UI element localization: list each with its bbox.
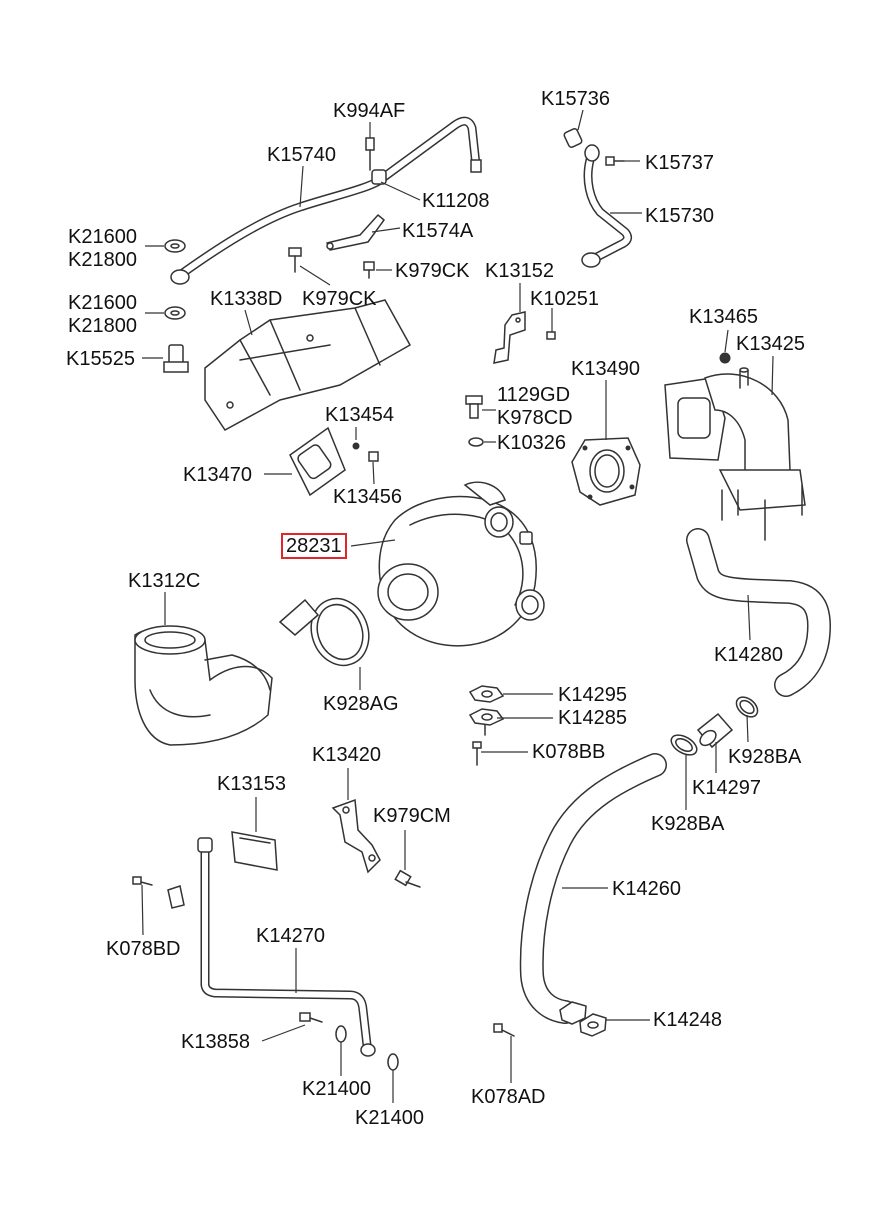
- label-k13420[interactable]: K13420: [312, 744, 381, 766]
- label-k15736[interactable]: K15736: [541, 88, 610, 110]
- label-k13456[interactable]: K13456: [333, 486, 402, 508]
- label-k928ba-a[interactable]: K928BA: [728, 746, 802, 768]
- bolt-k078bd[interactable]: [132, 876, 153, 886]
- oil-return-pipe[interactable]: [581, 144, 633, 268]
- fitting-k15736[interactable]: [563, 128, 583, 148]
- label-k978cd[interactable]: K978CD: [497, 407, 573, 429]
- label-k10326[interactable]: K10326: [497, 432, 566, 454]
- oring-k10326[interactable]: [468, 437, 484, 447]
- pipe-k14270[interactable]: [197, 837, 376, 1057]
- label-k928ba-b[interactable]: K928BA: [651, 813, 725, 835]
- label-k15740[interactable]: K15740: [267, 144, 336, 166]
- hose-k14280[interactable]: [686, 528, 831, 697]
- label-k994af[interactable]: K994AF: [333, 100, 406, 122]
- label-k1312c[interactable]: K1312C: [128, 570, 201, 592]
- label-k15525[interactable]: K15525: [66, 348, 135, 370]
- label-k078ad[interactable]: K078AD: [471, 1086, 546, 1108]
- label-k1338d[interactable]: K1338D: [210, 288, 283, 310]
- label-k21800-b[interactable]: K21800: [68, 315, 137, 337]
- clamp-k928ba-b[interactable]: [668, 731, 700, 759]
- label-k14260[interactable]: K14260: [612, 878, 681, 900]
- hose-k14260[interactable]: [519, 753, 667, 1024]
- gasket-k14295[interactable]: [468, 685, 505, 703]
- oil-feed-pipe[interactable]: [170, 116, 482, 285]
- label-k13858[interactable]: K13858: [181, 1031, 250, 1053]
- label-k14280[interactable]: K14280: [714, 644, 783, 666]
- label-k13454[interactable]: K13454: [325, 404, 394, 426]
- label-k10251[interactable]: K10251: [530, 288, 599, 310]
- adapter-k15525[interactable]: [163, 344, 189, 373]
- gasket-k14285[interactable]: [468, 708, 505, 736]
- gasket-k13470[interactable]: [289, 426, 379, 497]
- clamp-k928ag[interactable]: [278, 590, 378, 673]
- bolt-k979ck-b[interactable]: [363, 261, 375, 279]
- clip-small[interactable]: [167, 885, 185, 909]
- clamp-k928ba-a[interactable]: [733, 693, 762, 721]
- intake-elbow-k1312c[interactable]: [134, 625, 273, 746]
- label-k21600-a[interactable]: K21600: [68, 226, 137, 248]
- heat-shield[interactable]: [204, 299, 412, 431]
- label-k21400-b[interactable]: K21400: [355, 1107, 424, 1129]
- bolt-k15737[interactable]: [605, 156, 625, 166]
- label-k13425[interactable]: K13425: [736, 333, 805, 355]
- label-k979ck-b[interactable]: K979CK: [395, 260, 470, 282]
- label-k13465[interactable]: K13465: [689, 306, 758, 328]
- label-k928ag[interactable]: K928AG: [323, 693, 399, 715]
- label-k21600-b[interactable]: K21600: [68, 292, 137, 314]
- label-k14248[interactable]: K14248: [653, 1009, 722, 1031]
- leader-lines: [141, 109, 774, 1103]
- bolt-k078bb[interactable]: [472, 741, 482, 766]
- turbocharger-28231[interactable]: [377, 481, 545, 647]
- label-k13152[interactable]: K13152: [485, 260, 554, 282]
- hose-k14297[interactable]: [696, 712, 734, 749]
- label-k21800-a[interactable]: K21800: [68, 249, 137, 271]
- label-k13490[interactable]: K13490: [571, 358, 640, 380]
- label-k13470[interactable]: K13470: [183, 464, 252, 486]
- label-k14297[interactable]: K14297: [692, 777, 761, 799]
- washer-k21400-a[interactable]: [335, 1025, 347, 1043]
- label-k14285[interactable]: K14285: [558, 707, 627, 729]
- bracket-k13153[interactable]: [231, 831, 278, 871]
- label-k15730[interactable]: K15730: [645, 205, 714, 227]
- bolt-1129gd[interactable]: [465, 395, 483, 419]
- banjo-bolt-k994af[interactable]: [365, 137, 375, 171]
- label-k14270[interactable]: K14270: [256, 925, 325, 947]
- label-k13153[interactable]: K13153: [217, 773, 286, 795]
- label-k11208[interactable]: K11208: [422, 190, 490, 212]
- label-k078bd[interactable]: K078BD: [106, 938, 181, 960]
- label-k1574a[interactable]: K1574A: [402, 220, 474, 242]
- bolt-k979ck-a[interactable]: [288, 247, 302, 273]
- bracket-k1574a[interactable]: [326, 214, 385, 251]
- bolt-k078ad[interactable]: [493, 1023, 515, 1037]
- label-k15737[interactable]: K15737: [645, 152, 714, 174]
- bolt-k979cm[interactable]: [394, 869, 421, 888]
- label-k14295[interactable]: K14295: [558, 684, 627, 706]
- label-1129gd[interactable]: 1129GD: [497, 384, 571, 406]
- bolt-k13858[interactable]: [299, 1012, 323, 1023]
- gasket-k14248[interactable]: [559, 1001, 607, 1037]
- label-k21400-a[interactable]: K21400: [302, 1078, 371, 1100]
- label-k078bb[interactable]: K078BB: [532, 741, 606, 763]
- washers-upper[interactable]: [164, 239, 186, 320]
- gasket-k13490[interactable]: [571, 437, 641, 506]
- label-k979cm[interactable]: K979CM: [373, 805, 451, 827]
- label-28231-highlighted[interactable]: 28231: [281, 533, 347, 559]
- label-k979ck-a[interactable]: K979CK: [302, 288, 377, 310]
- bracket-k13420[interactable]: [331, 798, 381, 874]
- exhaust-elbow-k13425[interactable]: [664, 352, 806, 541]
- bracket-k13152[interactable]: [493, 311, 556, 364]
- washer-k21400-b[interactable]: [387, 1053, 399, 1071]
